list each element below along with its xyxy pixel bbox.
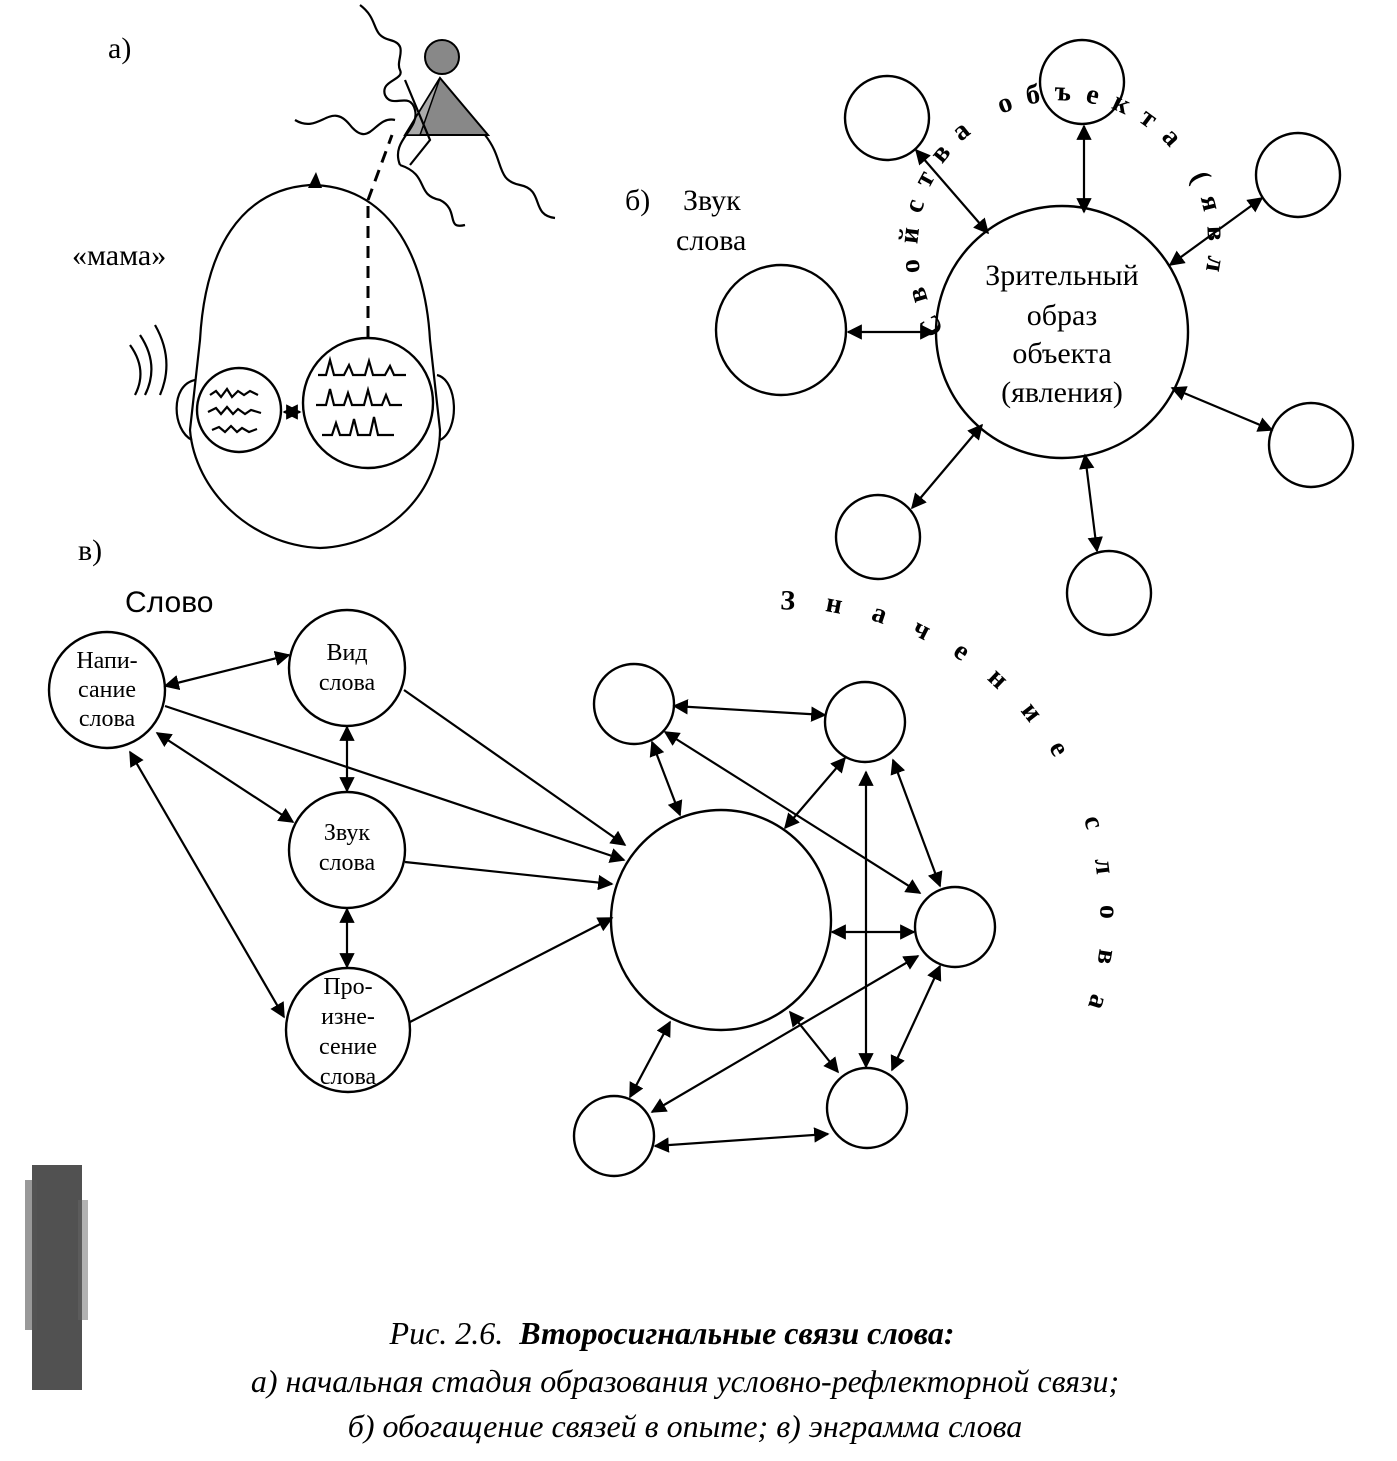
- mama-word: «мама»: [72, 239, 166, 272]
- meaning-center: [609, 808, 833, 1032]
- caption-line2: а) начальная стадия образования условно-…: [251, 1363, 1119, 1399]
- node-writing-line2: сание: [78, 677, 136, 703]
- meaning-node: [592, 662, 676, 746]
- panel-b-label: б): [625, 184, 650, 217]
- head-outline: [188, 183, 442, 550]
- caption-prefix: Рис. 2.6.: [389, 1315, 504, 1351]
- scan-artifact: [25, 1165, 88, 1390]
- environment-scribbles: [294, 4, 556, 227]
- node-view-line1: Вид: [326, 640, 367, 666]
- caption-title: Второсигнальные связи слова:: [518, 1315, 954, 1351]
- property-circle: [1038, 38, 1126, 126]
- panel-v: в) Слово Напи- сание слова Вид слова Зву…: [47, 534, 1125, 1178]
- meaning-node: [572, 1094, 656, 1178]
- right-ear: [436, 373, 455, 441]
- node-pron-line2: изне-: [321, 1004, 375, 1030]
- center-line3: объекта: [1012, 337, 1111, 370]
- panel-b-links: [846, 124, 1274, 553]
- node-view: [287, 608, 407, 728]
- meaning-arc-path: Значение слова: [780, 585, 1095, 1042]
- meaning-arc-text: Значение слова: [780, 585, 1125, 1042]
- node-sound-line1: Звук: [324, 820, 371, 846]
- panel-v-links: [129, 650, 943, 1153]
- property-circle: [1254, 131, 1342, 219]
- head-top-tuft: [308, 172, 322, 188]
- center-line2: образ: [1027, 299, 1097, 332]
- caption: Рис. 2.6. Второсигнальные связи слова: а…: [251, 1315, 1119, 1444]
- panel-v-label: в): [78, 534, 102, 567]
- node-pron-line4: слова: [320, 1064, 377, 1090]
- sound-waves: [129, 324, 168, 396]
- center-line1: Зрительный: [985, 259, 1138, 292]
- caption-line3: б) обогащение связей в опыте; в) энграмм…: [348, 1408, 1023, 1444]
- node-pron-line3: сение: [319, 1034, 377, 1060]
- panel-a: а) «мама»: [72, 4, 556, 550]
- caption-line1: Рис. 2.6. Второсигнальные связи слова:: [389, 1315, 955, 1351]
- visual-ray-upper: [366, 134, 394, 201]
- visual-image-circle: [934, 204, 1190, 460]
- visual-activity: [316, 355, 406, 437]
- property-circle: [1065, 549, 1153, 637]
- meaning-node: [823, 680, 907, 764]
- node-view-line2: слова: [319, 670, 376, 696]
- sound-label-line1: Звук: [683, 184, 741, 217]
- sound-of-word-circle: [714, 263, 848, 397]
- person-head: [424, 39, 460, 75]
- meaning-node: [825, 1066, 909, 1150]
- property-circle: [1267, 401, 1355, 489]
- node-sound-line2: слова: [319, 850, 376, 876]
- panel-a-label: а): [108, 32, 131, 65]
- word-title: Слово: [125, 586, 213, 619]
- left-ear: [175, 378, 196, 441]
- node-writing-line3: слова: [79, 706, 136, 732]
- property-circle: [843, 74, 931, 162]
- visual-center: [301, 336, 435, 470]
- sound-label-line2: слова: [676, 224, 746, 257]
- center-line4: (явления): [1001, 376, 1123, 409]
- auditory-activity: [207, 387, 262, 434]
- meaning-node: [913, 885, 997, 969]
- property-circle: [834, 493, 922, 581]
- node-pron-line1: Про-: [323, 974, 372, 1000]
- node-writing-line1: Напи-: [76, 648, 137, 674]
